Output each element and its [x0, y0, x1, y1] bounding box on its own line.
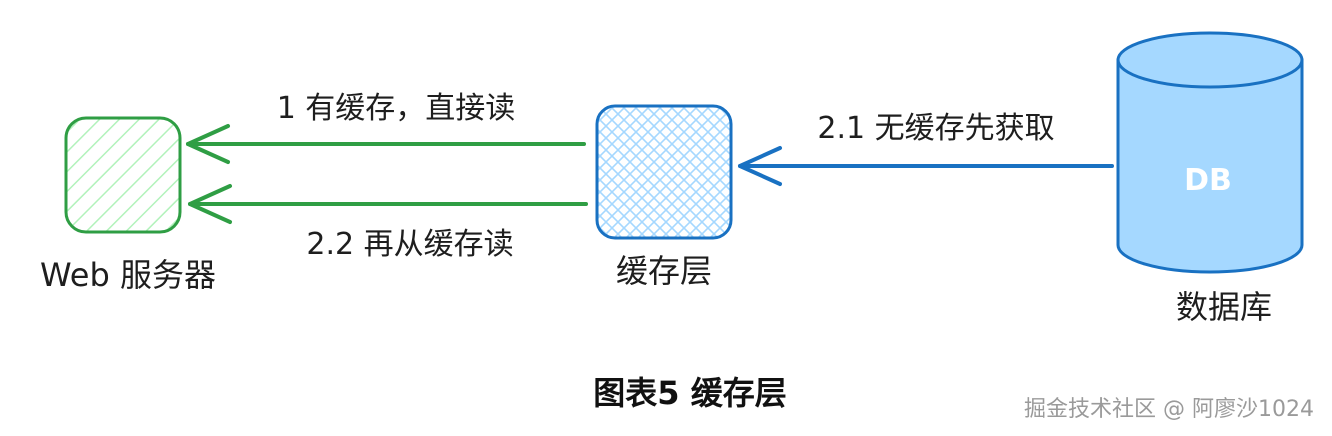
web-server-label: Web 服务器	[40, 256, 216, 294]
edge-label-cache-hit: 1 有缓存，直接读	[277, 91, 516, 126]
web-server-node	[64, 116, 182, 234]
cache-layer-node	[595, 104, 733, 240]
database-label: 数据库	[1176, 288, 1272, 326]
watermark: 掘金技术社区 @ 阿廖沙1024	[1024, 397, 1314, 422]
database-inner-label: DB	[1184, 163, 1232, 198]
arrow-cache-miss-fetch	[738, 146, 1114, 186]
cache-layer-label: 缓存层	[616, 252, 712, 290]
database-cylinder	[1116, 31, 1304, 274]
edge-label-cache-reload: 2.2 再从缓存读	[306, 227, 513, 262]
arrow-cache-hit	[186, 124, 586, 164]
edge-label-cache-miss: 2.1 无缓存先获取	[817, 111, 1054, 146]
figure-caption: 图表5 缓存层	[593, 374, 786, 412]
arrow-cache-reload	[188, 184, 588, 224]
